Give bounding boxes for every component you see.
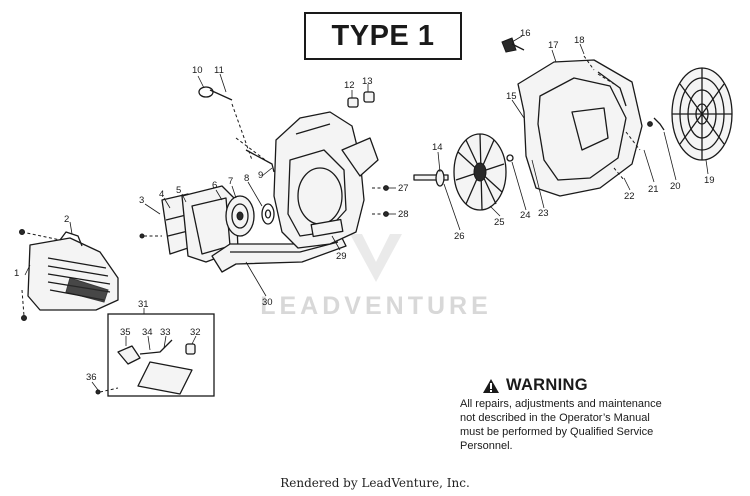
callout-13: 13 <box>362 76 373 87</box>
callout-21: 21 <box>648 184 659 195</box>
callout-26: 26 <box>454 231 465 242</box>
callout-11: 11 <box>214 65 224 76</box>
callout-10: 10 <box>192 65 203 76</box>
callout-2: 2 <box>64 214 69 225</box>
volute-housing <box>517 59 643 197</box>
callout-5: 5 <box>176 185 181 196</box>
warning-triangle-icon <box>483 378 499 393</box>
throttle-trigger <box>501 37 525 53</box>
drive-shaft <box>413 169 449 187</box>
throttle-kit-box <box>107 313 215 397</box>
callout-1: 1 <box>14 268 19 279</box>
guard-screen <box>671 67 733 161</box>
callout-32: 32 <box>190 327 201 338</box>
warning-title: WARNING <box>506 376 588 394</box>
watermark-text: LEADVENTURE <box>260 292 492 320</box>
callout-19: 19 <box>704 175 715 186</box>
callout-18: 18 <box>574 35 585 46</box>
callout-labels: 1 2 3 4 5 6 7 8 9 10 11 12 13 14 15 16 1… <box>14 28 715 383</box>
callout-25: 25 <box>494 217 505 228</box>
callout-20: 20 <box>670 181 681 192</box>
callout-23: 23 <box>538 208 549 219</box>
callout-3: 3 <box>139 195 144 206</box>
blower-housing <box>273 111 379 249</box>
ignition-cable <box>198 86 253 161</box>
watermark-logo <box>350 234 402 282</box>
warning-text: All repairs, adjustments and maintenance… <box>460 398 662 452</box>
callout-33: 33 <box>160 327 171 338</box>
callout-9: 9 <box>258 170 263 181</box>
callout-14: 14 <box>432 142 443 153</box>
callout-24: 24 <box>520 210 531 221</box>
callout-30: 30 <box>262 297 273 308</box>
callout-16: 16 <box>520 28 531 39</box>
callout-35: 35 <box>120 327 131 338</box>
callout-22: 22 <box>624 191 635 202</box>
footer-credit: Rendered by LeadVenture, Inc. <box>280 476 470 490</box>
callout-4: 4 <box>159 189 164 200</box>
callout-28: 28 <box>398 209 409 220</box>
warning-header: WARNING <box>482 376 670 395</box>
callout-27: 27 <box>398 183 409 194</box>
callout-17: 17 <box>548 40 559 51</box>
callout-6: 6 <box>212 180 217 191</box>
washer <box>261 203 275 225</box>
type-label: TYPE 1 <box>304 12 462 60</box>
callout-29: 29 <box>336 251 347 262</box>
callout-36: 36 <box>86 372 97 383</box>
callout-12: 12 <box>344 80 355 91</box>
caps <box>347 91 375 108</box>
callout-34: 34 <box>142 327 153 338</box>
callout-15: 15 <box>506 91 517 102</box>
warning-box: WARNING All repairs, adjustments and mai… <box>460 376 670 453</box>
starter-pulley <box>225 195 255 237</box>
front-shroud <box>27 231 119 311</box>
callout-31: 31 <box>138 299 149 310</box>
callout-7: 7 <box>228 176 233 187</box>
leader-lines <box>24 35 709 391</box>
callout-8: 8 <box>244 173 249 184</box>
impeller <box>453 133 507 211</box>
